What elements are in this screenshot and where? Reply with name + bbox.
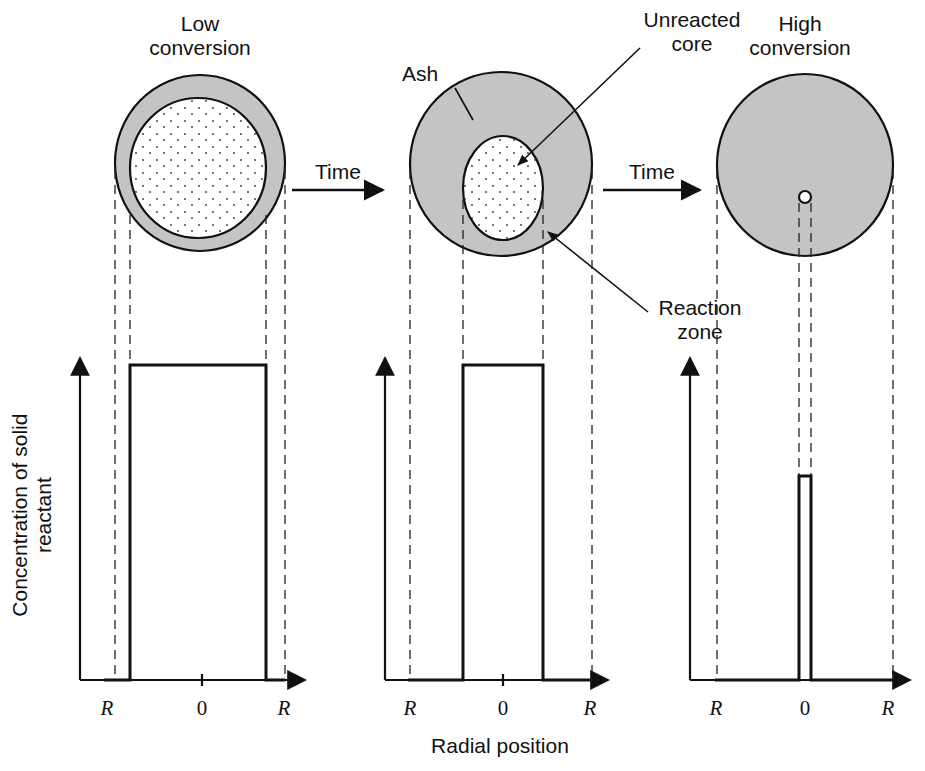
axis-tick: 0 [790,696,820,720]
axis-title: Concentration of solid reactant [8,400,56,630]
axis-tick: R [701,696,731,720]
axis-tick: 0 [187,696,217,720]
state-title: High conversion [735,12,865,60]
axis-tick: R [92,696,122,720]
state-title: Low conversion [135,12,265,60]
part-name: Ash [390,62,450,86]
axis-tick: R [873,696,903,720]
axis-tick: R [269,696,299,720]
arrow-label: Time [612,160,692,184]
part-name: Unreacted core [632,8,752,56]
part-name: Reaction zone [645,296,755,344]
axis-title: Radial position [390,734,610,758]
arrow-label: Time [298,160,378,184]
axis-tick: R [575,696,605,720]
axis-tick: 0 [488,696,518,720]
axis-tick: R [395,696,425,720]
